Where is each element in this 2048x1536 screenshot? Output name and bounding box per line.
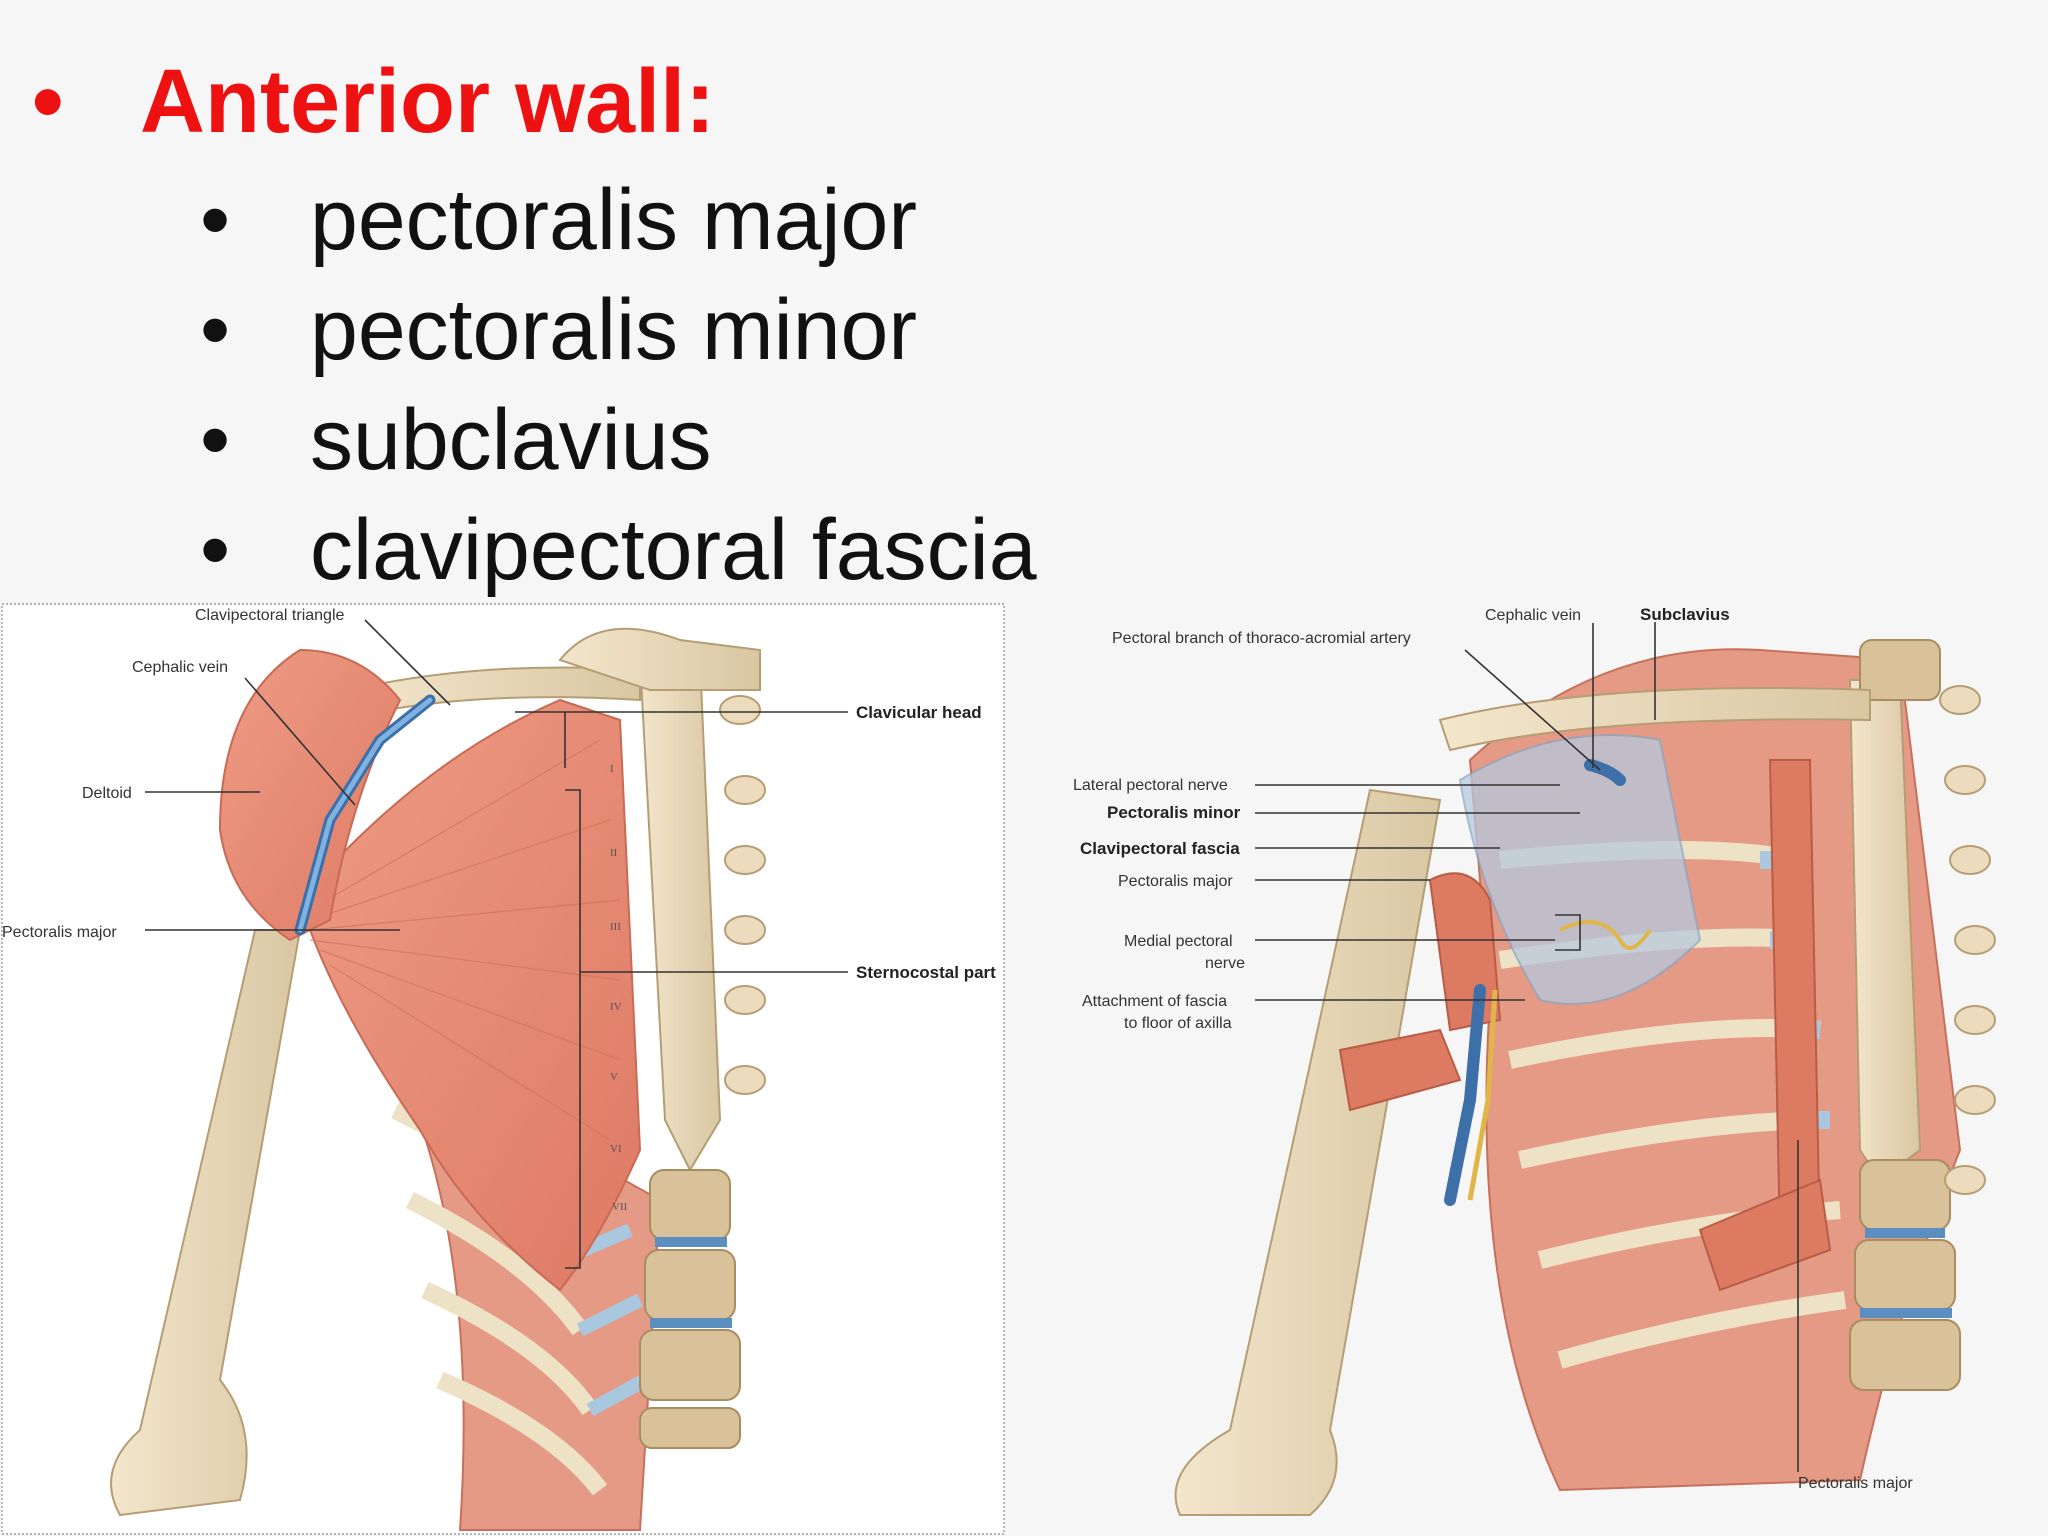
- bullet-list: •pectoralis major •pectoralis minor •sub…: [200, 165, 1037, 605]
- reflected-pectoralis-major: [1768, 759, 1822, 1241]
- label-sternocostal-part: Sternocostal part: [856, 963, 996, 982]
- rib-numeral: V: [610, 1071, 618, 1083]
- axillary-vein: [1444, 984, 1486, 1206]
- label-pectoralis-major-right: Pectoralis major: [1118, 873, 1233, 890]
- rib-numeral: VI: [610, 1143, 622, 1155]
- left-anatomy-figure: I II III IV V VI VII Clavipectoral trian…: [1, 603, 1005, 1535]
- label-clavipectoral-triangle: Clavipectoral triangle: [195, 607, 345, 624]
- label-clavicular-head: Clavicular head: [856, 703, 982, 722]
- label-deltoid: Deltoid: [82, 785, 132, 802]
- label-pectoralis-major: Pectoralis major: [2, 924, 117, 941]
- pectoralis-major-muscle: [298, 698, 642, 1292]
- slide-title: • Anterior wall:: [32, 50, 715, 154]
- clavipectoral-fascia-region: [1458, 734, 1702, 1005]
- first-rib: [558, 627, 761, 691]
- rib-numeral: III: [610, 921, 621, 933]
- label-cephalic-vein-right: Cephalic vein: [1485, 607, 1581, 624]
- label-pectoralis-major-bottom: Pectoralis major: [1798, 1475, 1913, 1492]
- title-text: Anterior wall:: [140, 52, 716, 152]
- rib-numeral: II: [610, 847, 618, 859]
- label-clavipectoral-fascia: Clavipectoral fascia: [1080, 839, 1240, 858]
- list-item: •pectoralis major: [200, 172, 917, 268]
- rib-numeral: VII: [612, 1201, 628, 1213]
- nerve: [1467, 989, 1498, 1201]
- right-anatomy-figure: Cephalic vein Subclavius Pectoral branch…: [1073, 605, 1996, 1516]
- left-vertebrae: [639, 1169, 741, 1449]
- label-medial-pectoral-nerve: nerve: [1205, 955, 1245, 972]
- right-rib-ends: [1939, 685, 1996, 1195]
- label-pectoralis-minor: Pectoralis minor: [1107, 803, 1241, 822]
- cut-pectoralis-major: [1338, 1028, 1462, 1112]
- muscle-fibers: [309, 739, 621, 1141]
- label-pectoral-branch: Pectoral branch of thoraco-acromial arte…: [1112, 630, 1411, 647]
- label-attachment-fascia: Attachment of fascia: [1082, 993, 1227, 1010]
- label-cephalic-vein: Cephalic vein: [132, 659, 228, 676]
- right-humerus: [1174, 788, 1442, 1516]
- list-item: •subclavius: [200, 392, 712, 488]
- rib-numeral: I: [610, 763, 614, 775]
- label-floor-axilla: to floor of axilla: [1124, 1015, 1232, 1032]
- left-rib-ends: [719, 695, 766, 1095]
- list-item: •pectoralis minor: [200, 282, 917, 378]
- label-medial-pectoral: Medial pectoral: [1124, 933, 1233, 950]
- label-lateral-pectoral-nerve: Lateral pectoral nerve: [1073, 777, 1228, 794]
- rib-numeral: IV: [610, 1001, 622, 1013]
- humerus: [110, 929, 302, 1517]
- label-subclavius: Subclavius: [1640, 605, 1730, 624]
- list-item: •clavipectoral fascia: [200, 502, 1037, 598]
- title-bullet: •: [32, 52, 64, 152]
- right-vertebrae: [1849, 639, 1961, 1391]
